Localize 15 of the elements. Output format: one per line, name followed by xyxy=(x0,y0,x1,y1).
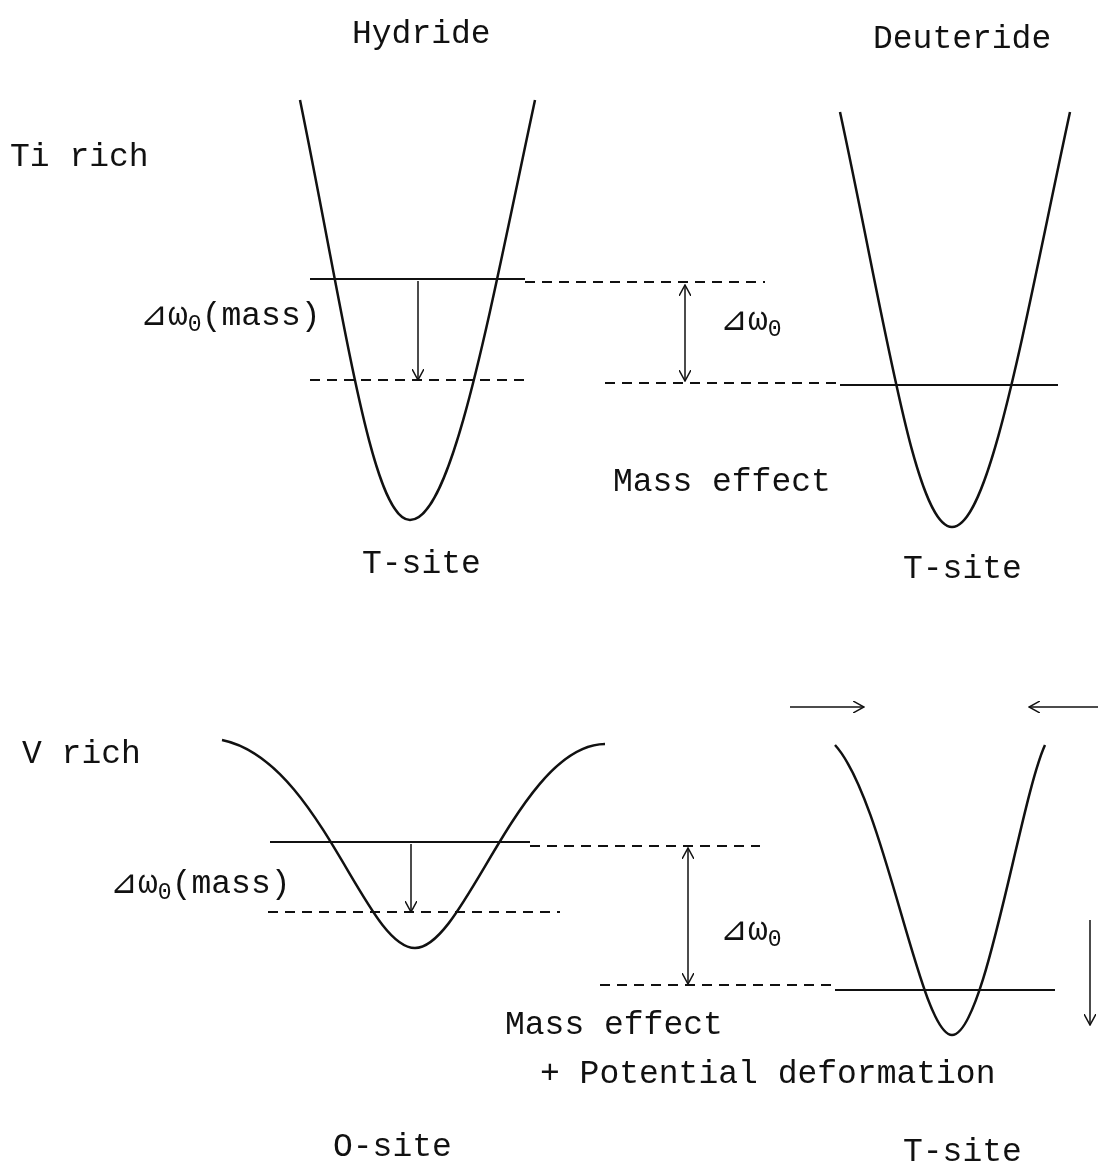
label: Mass effect xyxy=(613,466,831,499)
label: ⊿ω$_{0}$(mass) xyxy=(140,300,321,337)
label: ⊿ω$_{0}$ xyxy=(720,305,782,342)
label: ⊿ω$_{0}$(mass) xyxy=(110,868,291,905)
label: O-site xyxy=(333,1131,452,1164)
label: Mass effect xyxy=(505,1009,723,1042)
label: T-site xyxy=(903,553,1022,586)
label: ⊿ω$_{0}$ xyxy=(720,915,782,952)
label: T-site xyxy=(903,1136,1022,1169)
label: + Potential deformation xyxy=(540,1058,996,1091)
label: Ti rich xyxy=(10,141,149,174)
label: V rich xyxy=(22,738,141,771)
label: T-site xyxy=(362,548,481,581)
label: Deuteride xyxy=(873,23,1052,56)
label: Hydride xyxy=(352,18,491,51)
